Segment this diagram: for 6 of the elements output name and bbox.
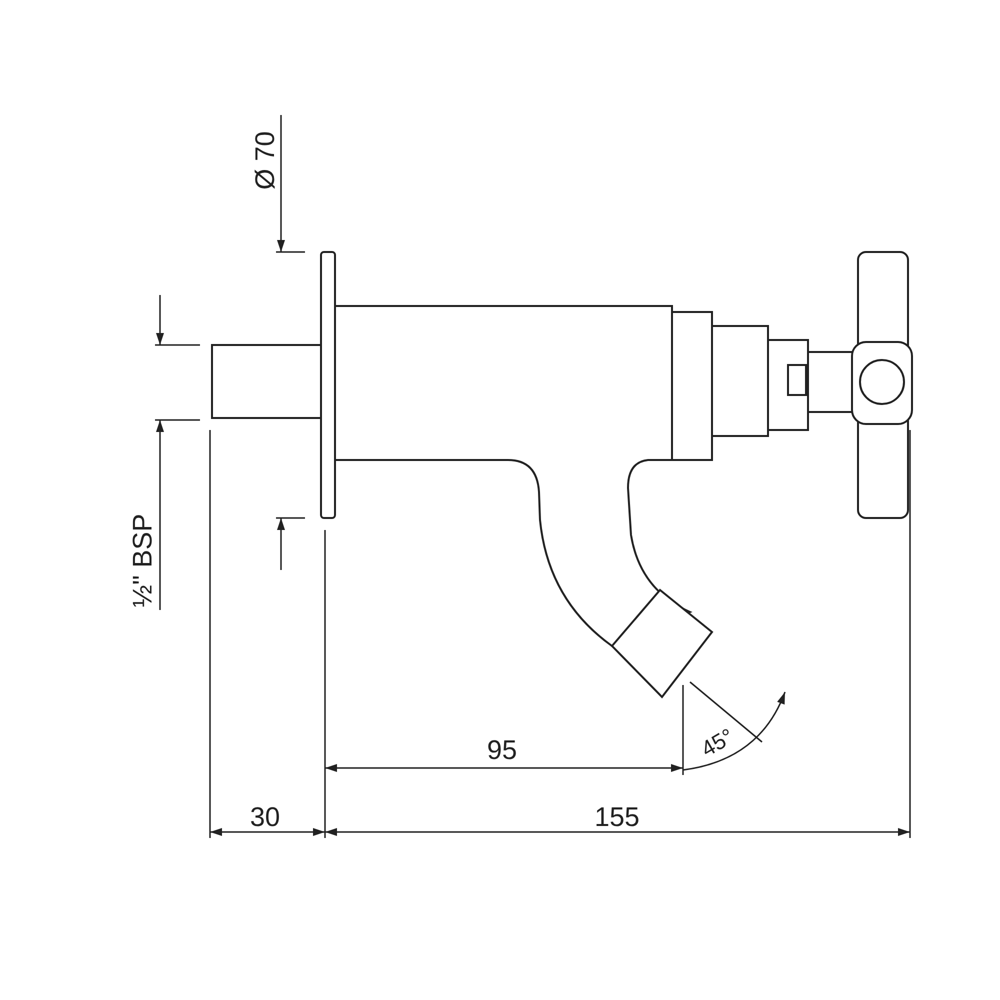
- angle-label: 45°: [697, 725, 738, 761]
- dimension-label: 95: [487, 736, 518, 764]
- dimension-label: 155: [594, 804, 640, 830]
- dimension-label: ½" BSP: [129, 513, 156, 607]
- dimension-label: Ø 70: [251, 130, 278, 190]
- dimension-label: 30: [250, 804, 280, 830]
